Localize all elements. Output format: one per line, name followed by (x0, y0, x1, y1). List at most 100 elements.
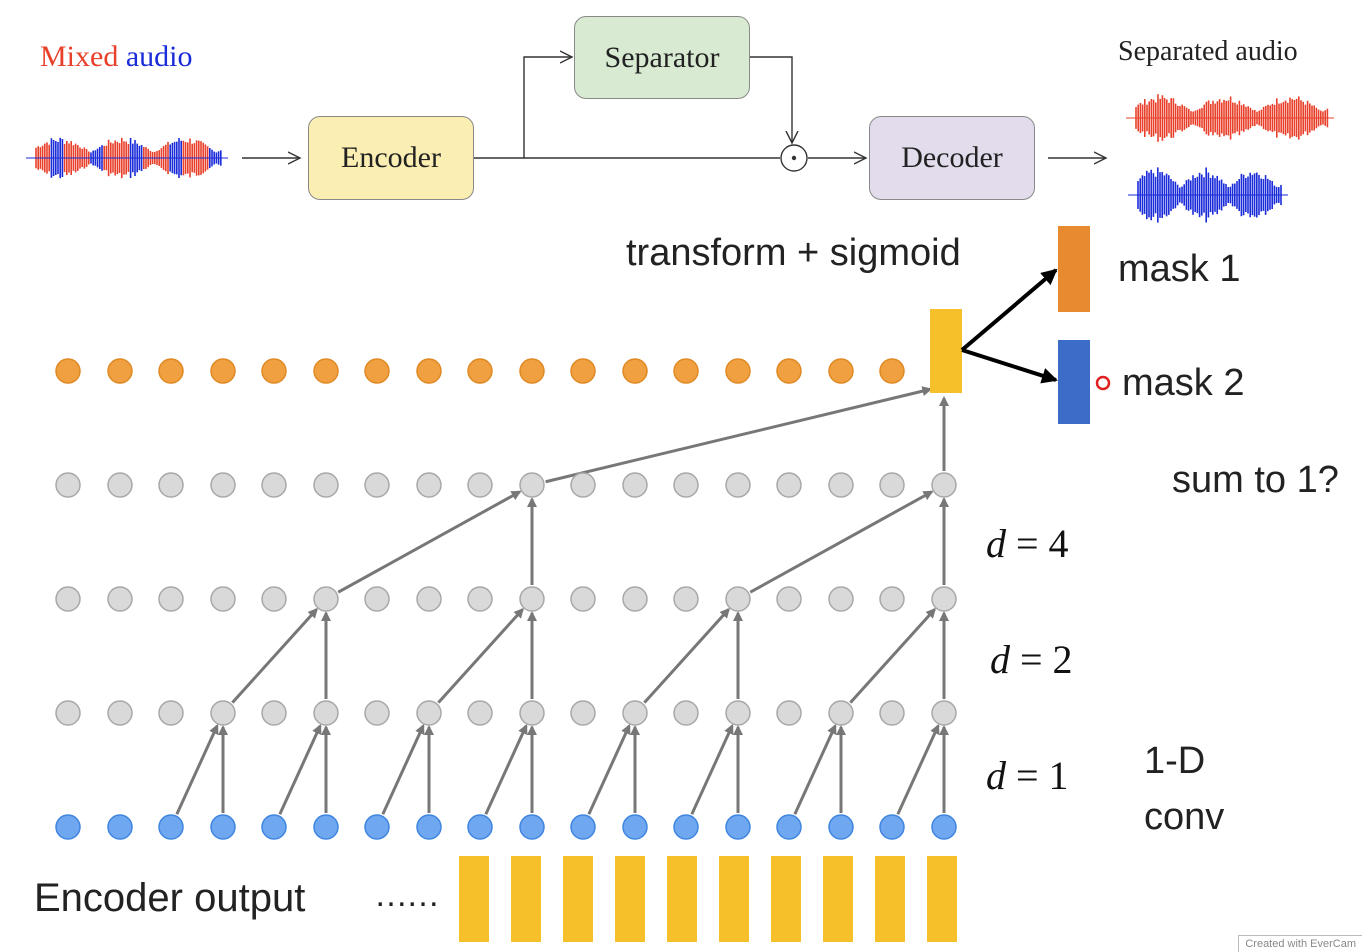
input-node (261, 814, 287, 840)
output-node (364, 358, 390, 384)
hidden-node-layer3 (158, 472, 184, 498)
hidden-node-layer2 (313, 586, 339, 612)
mask-1-bar (1058, 226, 1090, 312)
hidden-node-layer2 (776, 586, 802, 612)
hidden-node-layer3 (776, 472, 802, 498)
conv-edge-d2 (437, 607, 524, 704)
hidden-node-layer2 (828, 586, 854, 612)
encoder-output-bar (511, 856, 541, 942)
hidden-node-layer3 (210, 472, 236, 498)
hidden-node-layer1 (776, 700, 802, 726)
input-node (210, 814, 236, 840)
conv-edge-d1 (175, 723, 219, 815)
hidden-node-layer2 (879, 586, 905, 612)
hidden-node-layer3 (313, 472, 339, 498)
input-node (828, 814, 854, 840)
encoder-output-bar (459, 856, 489, 942)
hidden-node-layer1 (725, 700, 751, 726)
input-node (467, 814, 493, 840)
mixed-word: Mixed (40, 40, 119, 73)
hidden-node-layer2 (364, 586, 390, 612)
output-node (622, 358, 648, 384)
output-node (210, 358, 236, 384)
conv-edge-d2 (643, 607, 730, 704)
hidden-node-layer1 (570, 700, 596, 726)
conv-edge-d1 (278, 723, 322, 815)
hidden-node-layer2 (158, 586, 184, 612)
dilated-conv-nodes (55, 358, 957, 840)
input-node (55, 814, 81, 840)
input-node (158, 814, 184, 840)
cursor-marker (1095, 375, 1111, 391)
encoder-output-ellipsis: …… (374, 876, 440, 914)
hidden-node-layer3 (364, 472, 390, 498)
dilation-4-label: d = 4 (986, 520, 1069, 567)
input-node (416, 814, 442, 840)
output-node (828, 358, 854, 384)
mixed-audio-label: Mixed audio (40, 40, 192, 74)
dilated-conv-connections (175, 386, 949, 815)
encoder-output-label: Encoder output (34, 876, 306, 920)
conv-edge-d2 (849, 607, 936, 704)
conv-edge-output (545, 386, 933, 484)
hidden-node-layer1 (261, 700, 287, 726)
encoder-output-bar (563, 856, 593, 942)
input-node (725, 814, 751, 840)
hidden-node-layer2 (931, 586, 957, 612)
hidden-node-layer2 (673, 586, 699, 612)
mask-2-label: mask 2 (1122, 362, 1245, 404)
conv-edge-d1 (587, 723, 631, 815)
hidden-node-layer1 (107, 700, 133, 726)
hidden-node-layer3 (519, 472, 545, 498)
audio-word: audio (125, 40, 193, 73)
hidden-node-layer1 (364, 700, 390, 726)
hidden-node-layer1 (622, 700, 648, 726)
dilation-1-var: d (986, 753, 1006, 798)
conv-edge-d1 (690, 723, 734, 815)
mask-1-label: mask 1 (1118, 248, 1241, 290)
hidden-node-layer3 (55, 472, 81, 498)
hidden-node-layer1 (313, 700, 339, 726)
conv-edge-d1 (484, 723, 528, 815)
decoder-box: Decoder (869, 116, 1035, 200)
input-node (313, 814, 339, 840)
input-node (519, 814, 545, 840)
input-node (776, 814, 802, 840)
output-node (313, 358, 339, 384)
hidden-node-layer1 (931, 700, 957, 726)
hidden-node-layer1 (467, 700, 493, 726)
conv-label-line1: 1-D (1144, 740, 1206, 782)
input-node (364, 814, 390, 840)
encoder-output-bar (875, 856, 905, 942)
hidden-node-layer1 (55, 700, 81, 726)
output-node (261, 358, 287, 384)
encoder-output-bars (459, 856, 957, 942)
dilation-2-label: d = 2 (990, 636, 1073, 683)
hidden-node-layer3 (828, 472, 854, 498)
encoder-output-bar (927, 856, 957, 942)
input-node (570, 814, 596, 840)
conv-edge-d4 (337, 490, 522, 594)
encoder-output-bar (719, 856, 749, 942)
encoder-output-bar (771, 856, 801, 942)
hidden-node-layer3 (261, 472, 287, 498)
hidden-node-layer2 (416, 586, 442, 612)
hidden-node-layer2 (210, 586, 236, 612)
output-node (725, 358, 751, 384)
mixed-audio-waveform (26, 137, 228, 179)
hidden-node-layer3 (879, 472, 905, 498)
input-node (673, 814, 699, 840)
input-node (931, 814, 957, 840)
output-node (570, 358, 596, 384)
dilation-4-var: d (986, 521, 1006, 566)
hidden-node-layer2 (107, 586, 133, 612)
hidden-node-layer1 (519, 700, 545, 726)
hidden-node-layer3 (673, 472, 699, 498)
encoder-output-bar (823, 856, 853, 942)
hidden-node-layer1 (828, 700, 854, 726)
hidden-node-layer1 (416, 700, 442, 726)
output-node (519, 358, 545, 384)
dilation-4-value: = 4 (1016, 521, 1069, 566)
